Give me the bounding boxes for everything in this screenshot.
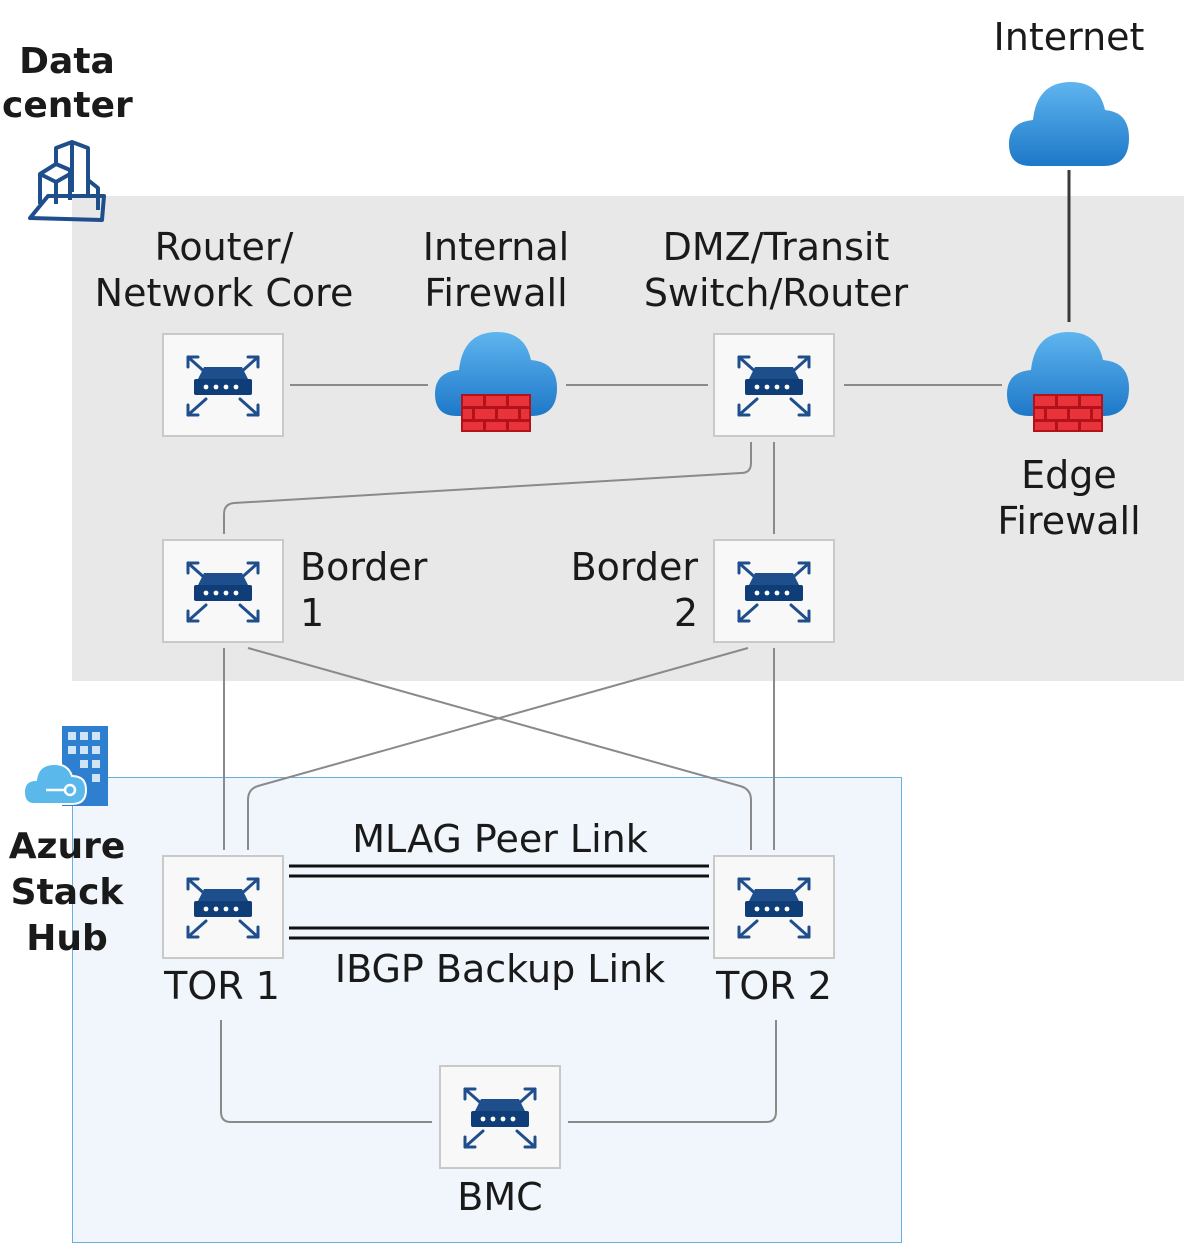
datacenter-building-icon xyxy=(28,140,106,222)
network-switch-icon xyxy=(737,877,811,939)
link-tor1-bmc xyxy=(220,1020,432,1123)
border1-label: Border 1 xyxy=(300,545,428,635)
network-switch-icon xyxy=(186,355,260,417)
network-switch-icon xyxy=(737,355,811,417)
tor2-label: TOR 2 xyxy=(716,964,832,1008)
tor1-switch[interactable] xyxy=(162,855,284,959)
dmz-router-switch[interactable] xyxy=(713,333,835,437)
link-border2-tor1 xyxy=(247,647,749,850)
azure-stack-hub-label: Azure Stack Hub xyxy=(8,826,126,959)
router-core-switch[interactable] xyxy=(162,333,284,437)
border2-switch[interactable] xyxy=(713,539,835,643)
edge-firewall-icon[interactable] xyxy=(1005,330,1133,440)
firewall-cloud-icon xyxy=(435,332,557,432)
firewall-cloud-icon xyxy=(1007,332,1129,432)
tor2-switch[interactable] xyxy=(713,855,835,959)
brick-wall-icon xyxy=(1033,394,1103,432)
link-tor2-bmc xyxy=(568,1020,777,1123)
network-switch-icon xyxy=(737,561,811,623)
network-switch-icon xyxy=(463,1087,537,1149)
internet-cloud-icon xyxy=(1009,82,1129,166)
link-border1-tor2 xyxy=(247,647,752,850)
bmc-label: BMC xyxy=(457,1175,543,1219)
border2-label: Border 2 xyxy=(570,545,698,635)
tor1-label: TOR 1 xyxy=(164,964,280,1008)
border1-switch[interactable] xyxy=(162,539,284,643)
bmc-switch[interactable] xyxy=(439,1065,561,1169)
link-dmz-border1 xyxy=(223,442,752,534)
network-switch-icon xyxy=(186,561,260,623)
mlag-peer-link-label: MLAG Peer Link xyxy=(352,817,648,861)
azure-stack-hub-icon xyxy=(24,726,108,806)
dmz-router-label: DMZ/Transit Switch/Router xyxy=(643,225,909,315)
internal-firewall-label: Internal Firewall xyxy=(422,225,570,315)
internet-label: Internet xyxy=(993,15,1145,59)
ibgp-backup-link-label: IBGP Backup Link xyxy=(334,947,666,991)
brick-wall-icon xyxy=(461,394,531,432)
data-center-label: Data center xyxy=(2,41,133,126)
network-switch-icon xyxy=(186,877,260,939)
edge-firewall-label: Edge Firewall xyxy=(997,453,1141,543)
router-core-label: Router/ Network Core xyxy=(94,225,354,315)
internal-firewall-icon[interactable] xyxy=(433,330,561,440)
